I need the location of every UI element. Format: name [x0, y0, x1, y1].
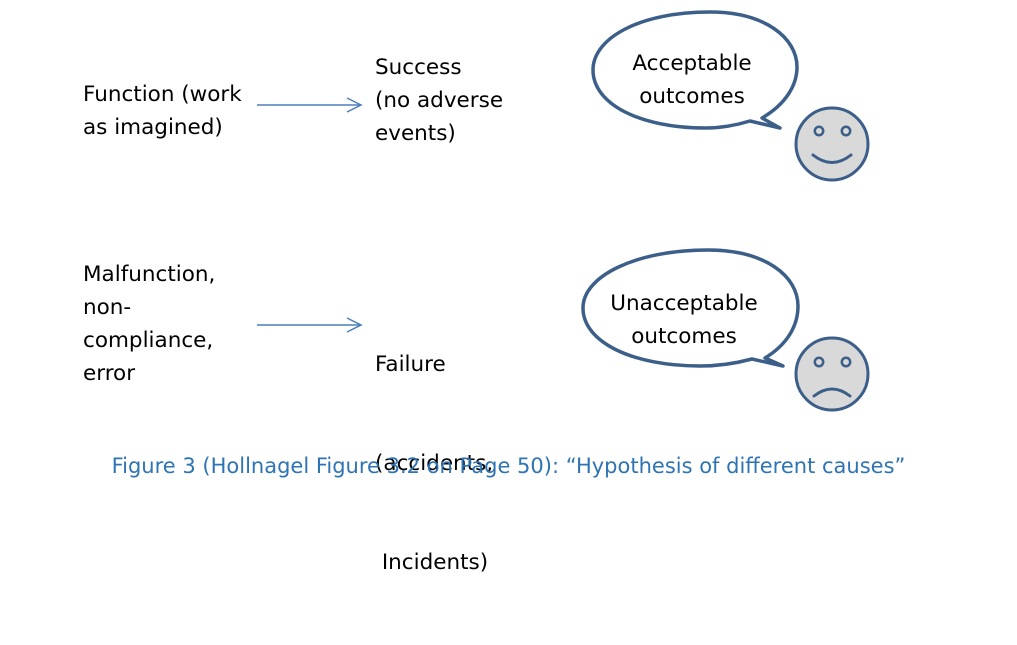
bubble-text-row1: Acceptable outcomes: [606, 47, 778, 113]
diagram-canvas: Function (work as imagined) Success (no …: [83, 10, 906, 575]
bubble-line: outcomes: [631, 324, 737, 349]
arrow-function-to-success: [257, 97, 363, 113]
effect-line: Success: [375, 55, 462, 80]
diagram-graphics: [257, 10, 870, 412]
figure-caption: Figure 3 (Hollnagel Figure 3.2 on Page 5…: [111, 454, 906, 478]
bubble-text-row2: Unacceptable outcomes: [590, 287, 778, 353]
speech-bubble-unacceptable: [581, 248, 800, 368]
bubble-line: Unacceptable: [610, 291, 758, 316]
bubble-line: Acceptable: [632, 51, 752, 76]
effect-text-row1: Success (no adverse events): [375, 51, 503, 150]
effect-line: (accidents,: [375, 451, 494, 476]
cause-line: as imagined): [83, 115, 223, 140]
bubble-line: outcomes: [639, 84, 745, 109]
cause-line: non-: [83, 295, 132, 320]
effect-line: Failure: [375, 352, 446, 377]
smiley-face-icon: [794, 106, 870, 182]
cause-text-row2: Malfunction, non- compliance, error: [83, 258, 215, 390]
speech-bubble-acceptable: [591, 10, 799, 130]
cause-line: Malfunction,: [83, 262, 216, 287]
cause-line: Function (work: [83, 82, 242, 107]
cause-line: error: [83, 361, 136, 386]
frowning-face-icon: [794, 336, 870, 412]
cause-line: compliance,: [83, 328, 214, 353]
effect-line: (no adverse: [375, 88, 504, 113]
arrow-malfunction-to-failure: [257, 317, 363, 333]
cause-text-row1: Function (work as imagined): [83, 78, 242, 144]
effect-line: Incidents): [375, 550, 489, 575]
effect-line: events): [375, 121, 456, 146]
